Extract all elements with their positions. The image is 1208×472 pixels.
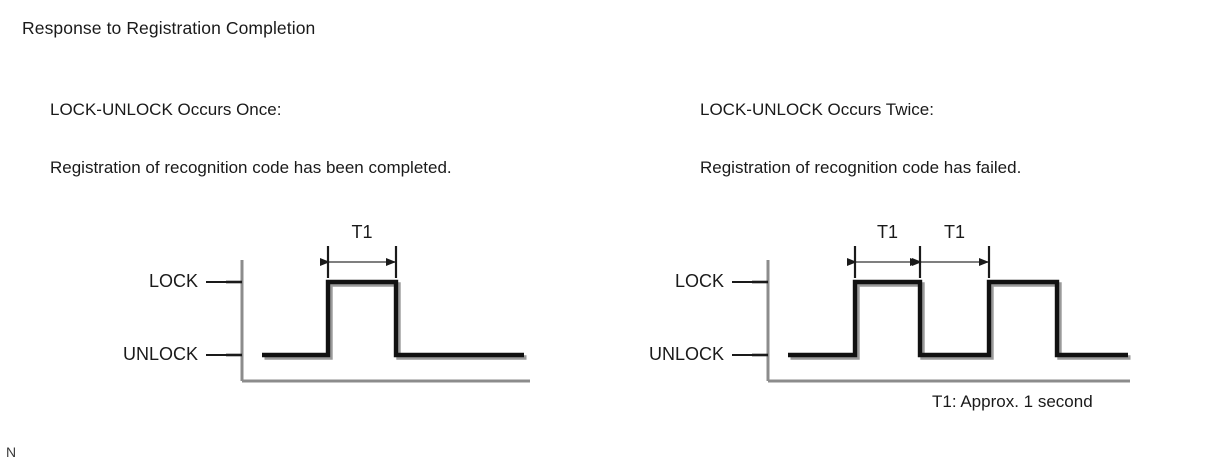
timing-chart-once: LOCK UNLOCK T1 bbox=[123, 222, 530, 383]
timing-chart-twice: LOCK UNLOCK T1 T1 bbox=[649, 222, 1131, 383]
page-title: Response to Registration Completion bbox=[22, 18, 316, 38]
panel-heading-once: LOCK-UNLOCK Occurs Once: bbox=[50, 100, 282, 119]
level-label-lock: LOCK bbox=[149, 271, 198, 291]
waveform-shadow bbox=[264, 282, 527, 360]
corner-mark: N bbox=[6, 444, 17, 460]
waveform-shadow bbox=[790, 282, 1131, 360]
panel-heading-twice: LOCK-UNLOCK Occurs Twice: bbox=[700, 100, 934, 119]
level-label-unlock: UNLOCK bbox=[123, 344, 198, 364]
dimension-label-t1: T1 bbox=[944, 222, 965, 242]
waveform-signal bbox=[788, 279, 1128, 358]
dimension-label-t1: T1 bbox=[351, 222, 372, 242]
level-label-unlock: UNLOCK bbox=[649, 344, 724, 364]
level-label-lock: LOCK bbox=[675, 271, 724, 291]
panel-description-once: Registration of recognition code has bee… bbox=[50, 158, 452, 177]
panel-description-twice: Registration of recognition code has fai… bbox=[700, 158, 1022, 177]
dimension-label-t1: T1 bbox=[877, 222, 898, 242]
footnote-t1-duration: T1: Approx. 1 second bbox=[932, 392, 1093, 411]
waveform-signal bbox=[262, 279, 524, 358]
